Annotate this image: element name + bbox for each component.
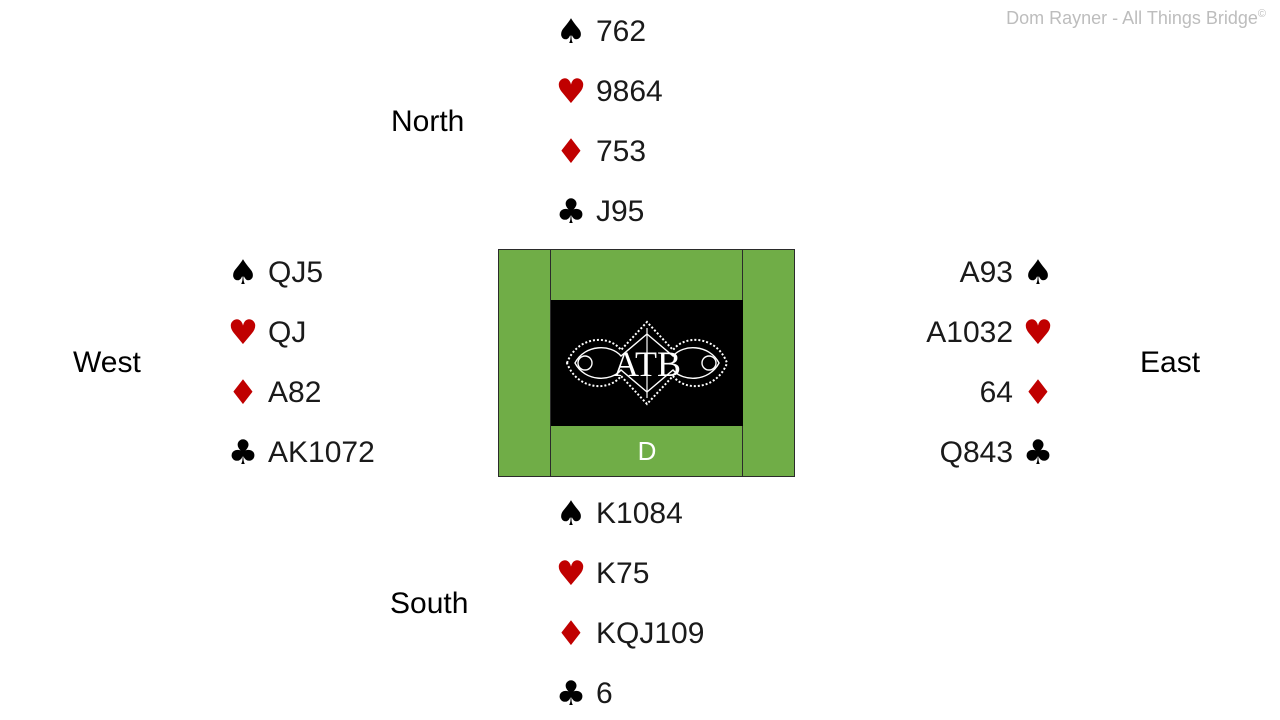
bridge-table: ATB D [498,249,795,477]
diamond-icon: ♦ [227,373,259,413]
seat-label-east: East [1140,346,1201,379]
author-credit: Dom Rayner - All Things Bridge© [1006,8,1266,29]
east-hearts-row: A1032 ♥ [926,313,1055,353]
south-clubs-row: ♣ 6 [554,674,613,714]
dealer-marker: D [637,435,657,466]
seat-label-south: South [390,587,469,620]
north-hearts: 9864 [596,75,663,108]
west-spades-row: ♠ QJ5 [226,253,323,293]
west-clubs: AK1072 [268,436,375,469]
south-hearts: K75 [596,557,650,590]
east-clubs-row: Q843 ♣ [940,433,1055,473]
seat-label-north: North [391,105,465,138]
club-icon: ♣ [1022,433,1054,473]
south-clubs: 6 [596,677,613,710]
south-diamonds: KQJ109 [596,617,705,650]
copyright-mark: © [1257,8,1266,20]
atb-logo: ATB [551,300,743,426]
east-hand: A93 ♠ A1032 ♥ 64 ♦ Q843 ♣ [860,253,1055,493]
south-spades: K1084 [596,497,683,530]
west-hearts: QJ [268,316,307,349]
atb-logo-emblem: ATB [565,320,729,406]
spade-icon: ♠ [227,253,259,293]
north-hearts-row: ♥ 9864 [554,72,663,112]
west-hearts-row: ♥ QJ [226,313,307,353]
south-hearts-row: ♥ K75 [554,554,650,594]
east-diamonds: 64 [979,376,1013,409]
diamond-icon: ♦ [555,132,587,172]
west-hand: ♠ QJ5 ♥ QJ ♦ A82 ♣ AK1072 [226,253,446,493]
north-clubs-row: ♣ J95 [554,192,645,232]
club-icon: ♣ [227,433,259,473]
diamond-icon: ♦ [555,614,587,654]
heart-icon: ♥ [1022,313,1054,353]
west-clubs-row: ♣ AK1072 [226,433,375,473]
credit-text: Dom Rayner - All Things Bridge [1006,8,1258,28]
spade-icon: ♠ [1022,253,1054,293]
seat-label-west: West [73,346,141,379]
club-icon: ♣ [555,192,587,232]
west-diamonds-row: ♦ A82 [226,373,322,413]
club-icon: ♣ [555,674,587,714]
north-diamonds-row: ♦ 753 [554,132,646,172]
south-diamonds-row: ♦ KQJ109 [554,614,705,654]
table-divider-left [550,250,551,476]
diamond-icon: ♦ [1022,373,1054,413]
heart-icon: ♥ [227,313,259,353]
west-spades: QJ5 [268,256,324,289]
east-spades-row: A93 ♠ [960,253,1055,293]
west-diamonds: A82 [268,376,322,409]
east-hearts: A1032 [926,316,1013,349]
heart-icon: ♥ [555,72,587,112]
north-spades: 762 [596,15,647,48]
south-hand: ♠ K1084 ♥ K75 ♦ KQJ109 ♣ 6 [554,494,774,720]
east-diamonds-row: 64 ♦ [980,373,1055,413]
spade-icon: ♠ [555,12,587,52]
east-clubs: Q843 [939,436,1013,469]
east-spades: A93 [959,256,1013,289]
north-clubs: J95 [596,195,645,228]
south-spades-row: ♠ K1084 [554,494,683,534]
heart-icon: ♥ [555,554,587,594]
logo-text: ATB [613,344,681,384]
north-diamonds: 753 [596,135,647,168]
north-hand: ♠ 762 ♥ 9864 ♦ 753 ♣ J95 [554,12,754,252]
spade-icon: ♠ [555,494,587,534]
north-spades-row: ♠ 762 [554,12,646,52]
